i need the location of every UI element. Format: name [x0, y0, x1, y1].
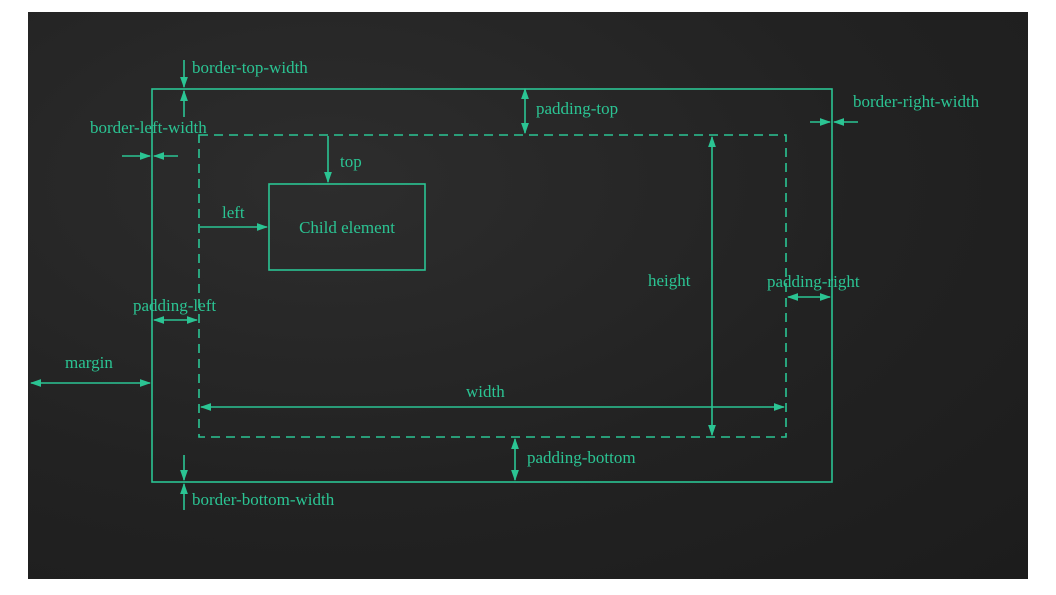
padding-bottom-label: padding-bottom — [527, 448, 636, 467]
margin-label: margin — [65, 353, 113, 372]
height-label: height — [648, 271, 691, 290]
padding-top-label: padding-top — [536, 99, 618, 118]
child-element-label: Child element — [299, 218, 395, 237]
child-element-box — [268, 183, 426, 271]
border-bottom-width-label: border-bottom-width — [192, 490, 335, 509]
content-box — [198, 134, 787, 438]
padding-left-label: padding-left — [133, 296, 216, 315]
padding-right-label: padding-right — [767, 272, 860, 291]
border-right-width-label: border-right-width — [853, 92, 980, 111]
left-label: left — [222, 203, 245, 222]
width-label: width — [466, 382, 505, 401]
border-top-width-label: border-top-width — [192, 58, 308, 77]
border-left-width-label: border-left-width — [90, 118, 207, 137]
top-label: top — [340, 152, 362, 171]
border-box — [151, 88, 833, 483]
